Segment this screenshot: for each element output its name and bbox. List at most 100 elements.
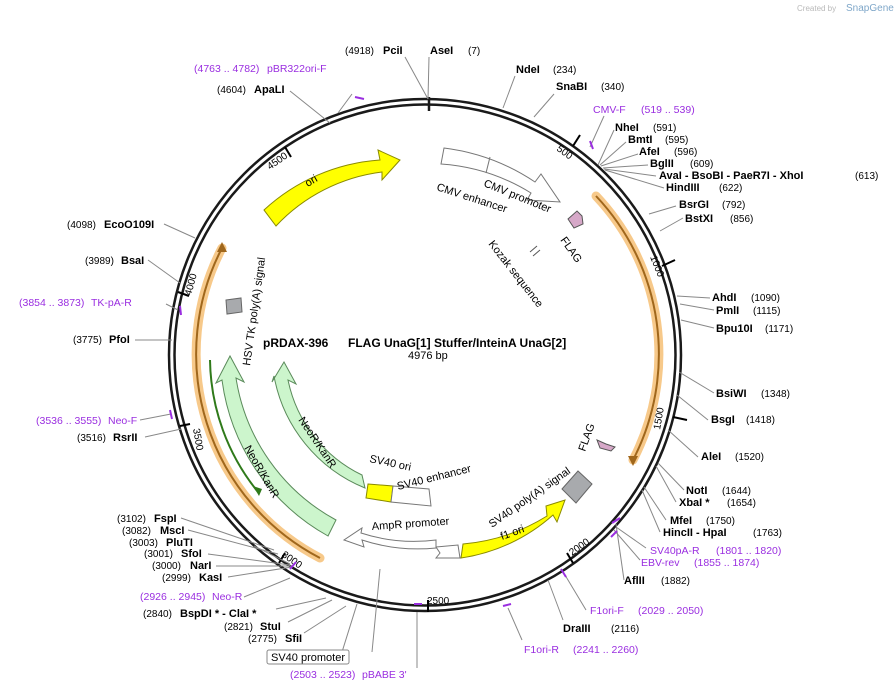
site-pluti[interactable]: PluTI bbox=[166, 537, 193, 549]
leader-noti bbox=[657, 462, 685, 491]
primer-range-cmv-f: (519 .. 539) bbox=[641, 104, 695, 116]
neokan-inner-feature[interactable] bbox=[271, 360, 366, 489]
sv40-promoter-label: SV40 promoter bbox=[271, 652, 345, 664]
primer-f1ori-r[interactable]: F1ori-R bbox=[524, 644, 559, 656]
site-ahdi[interactable]: AhdI bbox=[712, 292, 736, 304]
leader-snabi bbox=[533, 93, 555, 118]
site-msci[interactable]: MscI bbox=[160, 525, 184, 537]
cds-arrowhead-left bbox=[217, 242, 227, 252]
leader-fspi bbox=[180, 517, 275, 551]
site-bsgi[interactable]: BsgI bbox=[711, 414, 735, 426]
site-bsiwi[interactable]: BsiWI bbox=[716, 388, 747, 400]
primer-neo-r[interactable]: Neo-R bbox=[212, 591, 243, 603]
sv40-ori-feature[interactable] bbox=[365, 483, 394, 503]
site-hincii-group[interactable]: HincII - HpaI bbox=[663, 527, 727, 539]
site-pos-asei: (7) bbox=[468, 46, 480, 57]
site-pos-bsgi: (1418) bbox=[746, 415, 775, 426]
primer-cmv-f[interactable]: CMV-F bbox=[593, 104, 626, 116]
plasmid-description: FLAG UnaG[1] Stuffer/InteinA UnaG[2] bbox=[348, 336, 566, 350]
site-nari[interactable]: NarI bbox=[190, 560, 211, 572]
tick-1500 bbox=[672, 416, 688, 421]
sv40-enhancer-feature[interactable] bbox=[390, 485, 432, 507]
site-bspdi-group[interactable]: BspDI * - ClaI * bbox=[180, 608, 257, 620]
site-noti[interactable]: NotI bbox=[686, 485, 707, 497]
site-ecoo109i[interactable]: EcoO109I bbox=[104, 219, 154, 231]
site-pos-bsiwi: (1348) bbox=[761, 389, 790, 400]
site-nhei[interactable]: NheI bbox=[615, 122, 639, 134]
site-bmti[interactable]: BmtI bbox=[628, 134, 652, 146]
cmv-promoter-feature[interactable] bbox=[440, 147, 561, 203]
neo-cds-arrowhead bbox=[253, 486, 262, 496]
tick-4500 bbox=[284, 146, 292, 158]
leader-alei bbox=[667, 429, 699, 458]
site-pos-bsai: (3989) bbox=[85, 256, 114, 267]
neokan-inner-label: NeoR/KanR bbox=[296, 415, 339, 470]
primer-range-f1ori-r: (2241 .. 2260) bbox=[573, 644, 638, 656]
site-alei[interactable]: AleI bbox=[701, 451, 721, 463]
site-kasi[interactable]: KasI bbox=[199, 572, 222, 584]
neokan-outer-feature[interactable] bbox=[214, 354, 337, 537]
primer-sv40pa-r[interactable]: SV40pA-R bbox=[650, 545, 700, 557]
primer-f1ori-f[interactable]: F1ori-F bbox=[590, 605, 624, 617]
f1-ori-feature[interactable] bbox=[460, 499, 566, 559]
site-rsrii[interactable]: RsrII bbox=[113, 432, 137, 444]
site-bpu10i[interactable]: Bpu10I bbox=[716, 323, 753, 335]
primer-pbabe3[interactable]: pBABE 3' bbox=[362, 669, 407, 681]
primer-mark-ebv-rev bbox=[610, 530, 618, 538]
primer-neo-f[interactable]: Neo-F bbox=[108, 415, 137, 427]
tick-1000 bbox=[661, 259, 676, 267]
plasmid-size: 4976 bp bbox=[408, 350, 448, 362]
site-pos-alei: (1520) bbox=[735, 452, 764, 463]
flag-1-label: FLAG bbox=[558, 235, 584, 265]
site-pos-bstxi: (856) bbox=[730, 214, 753, 225]
site-sfii[interactable]: SfiI bbox=[285, 633, 302, 645]
site-afei[interactable]: AfeI bbox=[639, 146, 660, 158]
primer-range-pbr322ori-f: (4763 .. 4782) bbox=[194, 63, 259, 75]
primer-tk-pa-r[interactable]: TK-pA-R bbox=[91, 297, 132, 309]
site-pmli[interactable]: PmlI bbox=[716, 305, 739, 317]
cds-arrowhead-right bbox=[628, 456, 638, 466]
site-snabi[interactable]: SnaBI bbox=[556, 81, 587, 93]
site-stui[interactable]: StuI bbox=[260, 621, 281, 633]
leader-bglii bbox=[602, 164, 649, 169]
site-bglii[interactable]: BglII bbox=[650, 158, 674, 170]
neo-cds-arrow bbox=[209, 359, 259, 493]
flag-2-label: FLAG bbox=[577, 422, 598, 453]
sv40-polya-feature[interactable] bbox=[561, 470, 593, 504]
site-xbai[interactable]: XbaI * bbox=[679, 497, 710, 509]
flag-tag-1[interactable] bbox=[567, 210, 584, 229]
sv40-ori-label: SV40 ori bbox=[368, 453, 412, 474]
primer-ebv-rev[interactable]: EBV-rev bbox=[641, 557, 680, 569]
restriction-sites: (7) AseI (4918) PciI NdeI (234) SnaBI (3… bbox=[67, 45, 878, 645]
site-sfoi[interactable]: SfoI bbox=[181, 548, 202, 560]
site-asei[interactable]: AseI bbox=[430, 45, 453, 57]
credit-label: Created by bbox=[797, 4, 836, 13]
flag-tag-2[interactable] bbox=[596, 439, 616, 452]
site-avai-group[interactable]: AvaI - BsoBI - PaeR7I - XhoI bbox=[659, 170, 803, 182]
cds-arrow-right bbox=[595, 195, 660, 461]
site-pos-rsrii: (3516) bbox=[77, 433, 106, 444]
site-fspi[interactable]: FspI bbox=[154, 513, 177, 525]
leader-bsrgi bbox=[648, 205, 677, 215]
snapgene-logo: SnapGene bbox=[846, 3, 894, 14]
ampr-promoter-feature[interactable] bbox=[342, 526, 437, 550]
site-bsrgi[interactable]: BsrGI bbox=[679, 199, 709, 211]
leader-ahdi bbox=[676, 295, 711, 299]
site-mfei[interactable]: MfeI bbox=[670, 515, 692, 527]
ori-feature[interactable] bbox=[263, 149, 401, 227]
site-apali[interactable]: ApaLI bbox=[254, 84, 285, 96]
site-pos-sfoi: (3001) bbox=[144, 549, 173, 560]
site-aflii[interactable]: AflII bbox=[624, 575, 645, 587]
site-bstxi[interactable]: BstXI bbox=[685, 213, 713, 225]
site-pfoi[interactable]: PfoI bbox=[109, 334, 130, 346]
site-ndei[interactable]: NdeI bbox=[516, 64, 540, 76]
site-pcii[interactable]: PciI bbox=[383, 45, 403, 57]
site-hindiii[interactable]: HindIII bbox=[666, 182, 700, 194]
primer-pbr322ori-f[interactable]: pBR322ori-F bbox=[267, 63, 327, 75]
site-bsai[interactable]: BsaI bbox=[121, 255, 144, 267]
site-draiii[interactable]: DraIII bbox=[563, 623, 591, 635]
primer-mark-tk-pa-r bbox=[179, 305, 182, 316]
hsv-tk-polya-feature[interactable] bbox=[225, 297, 243, 315]
ampr-cds-arrow[interactable] bbox=[434, 544, 461, 559]
sv40-promoter-box[interactable] bbox=[266, 649, 350, 665]
